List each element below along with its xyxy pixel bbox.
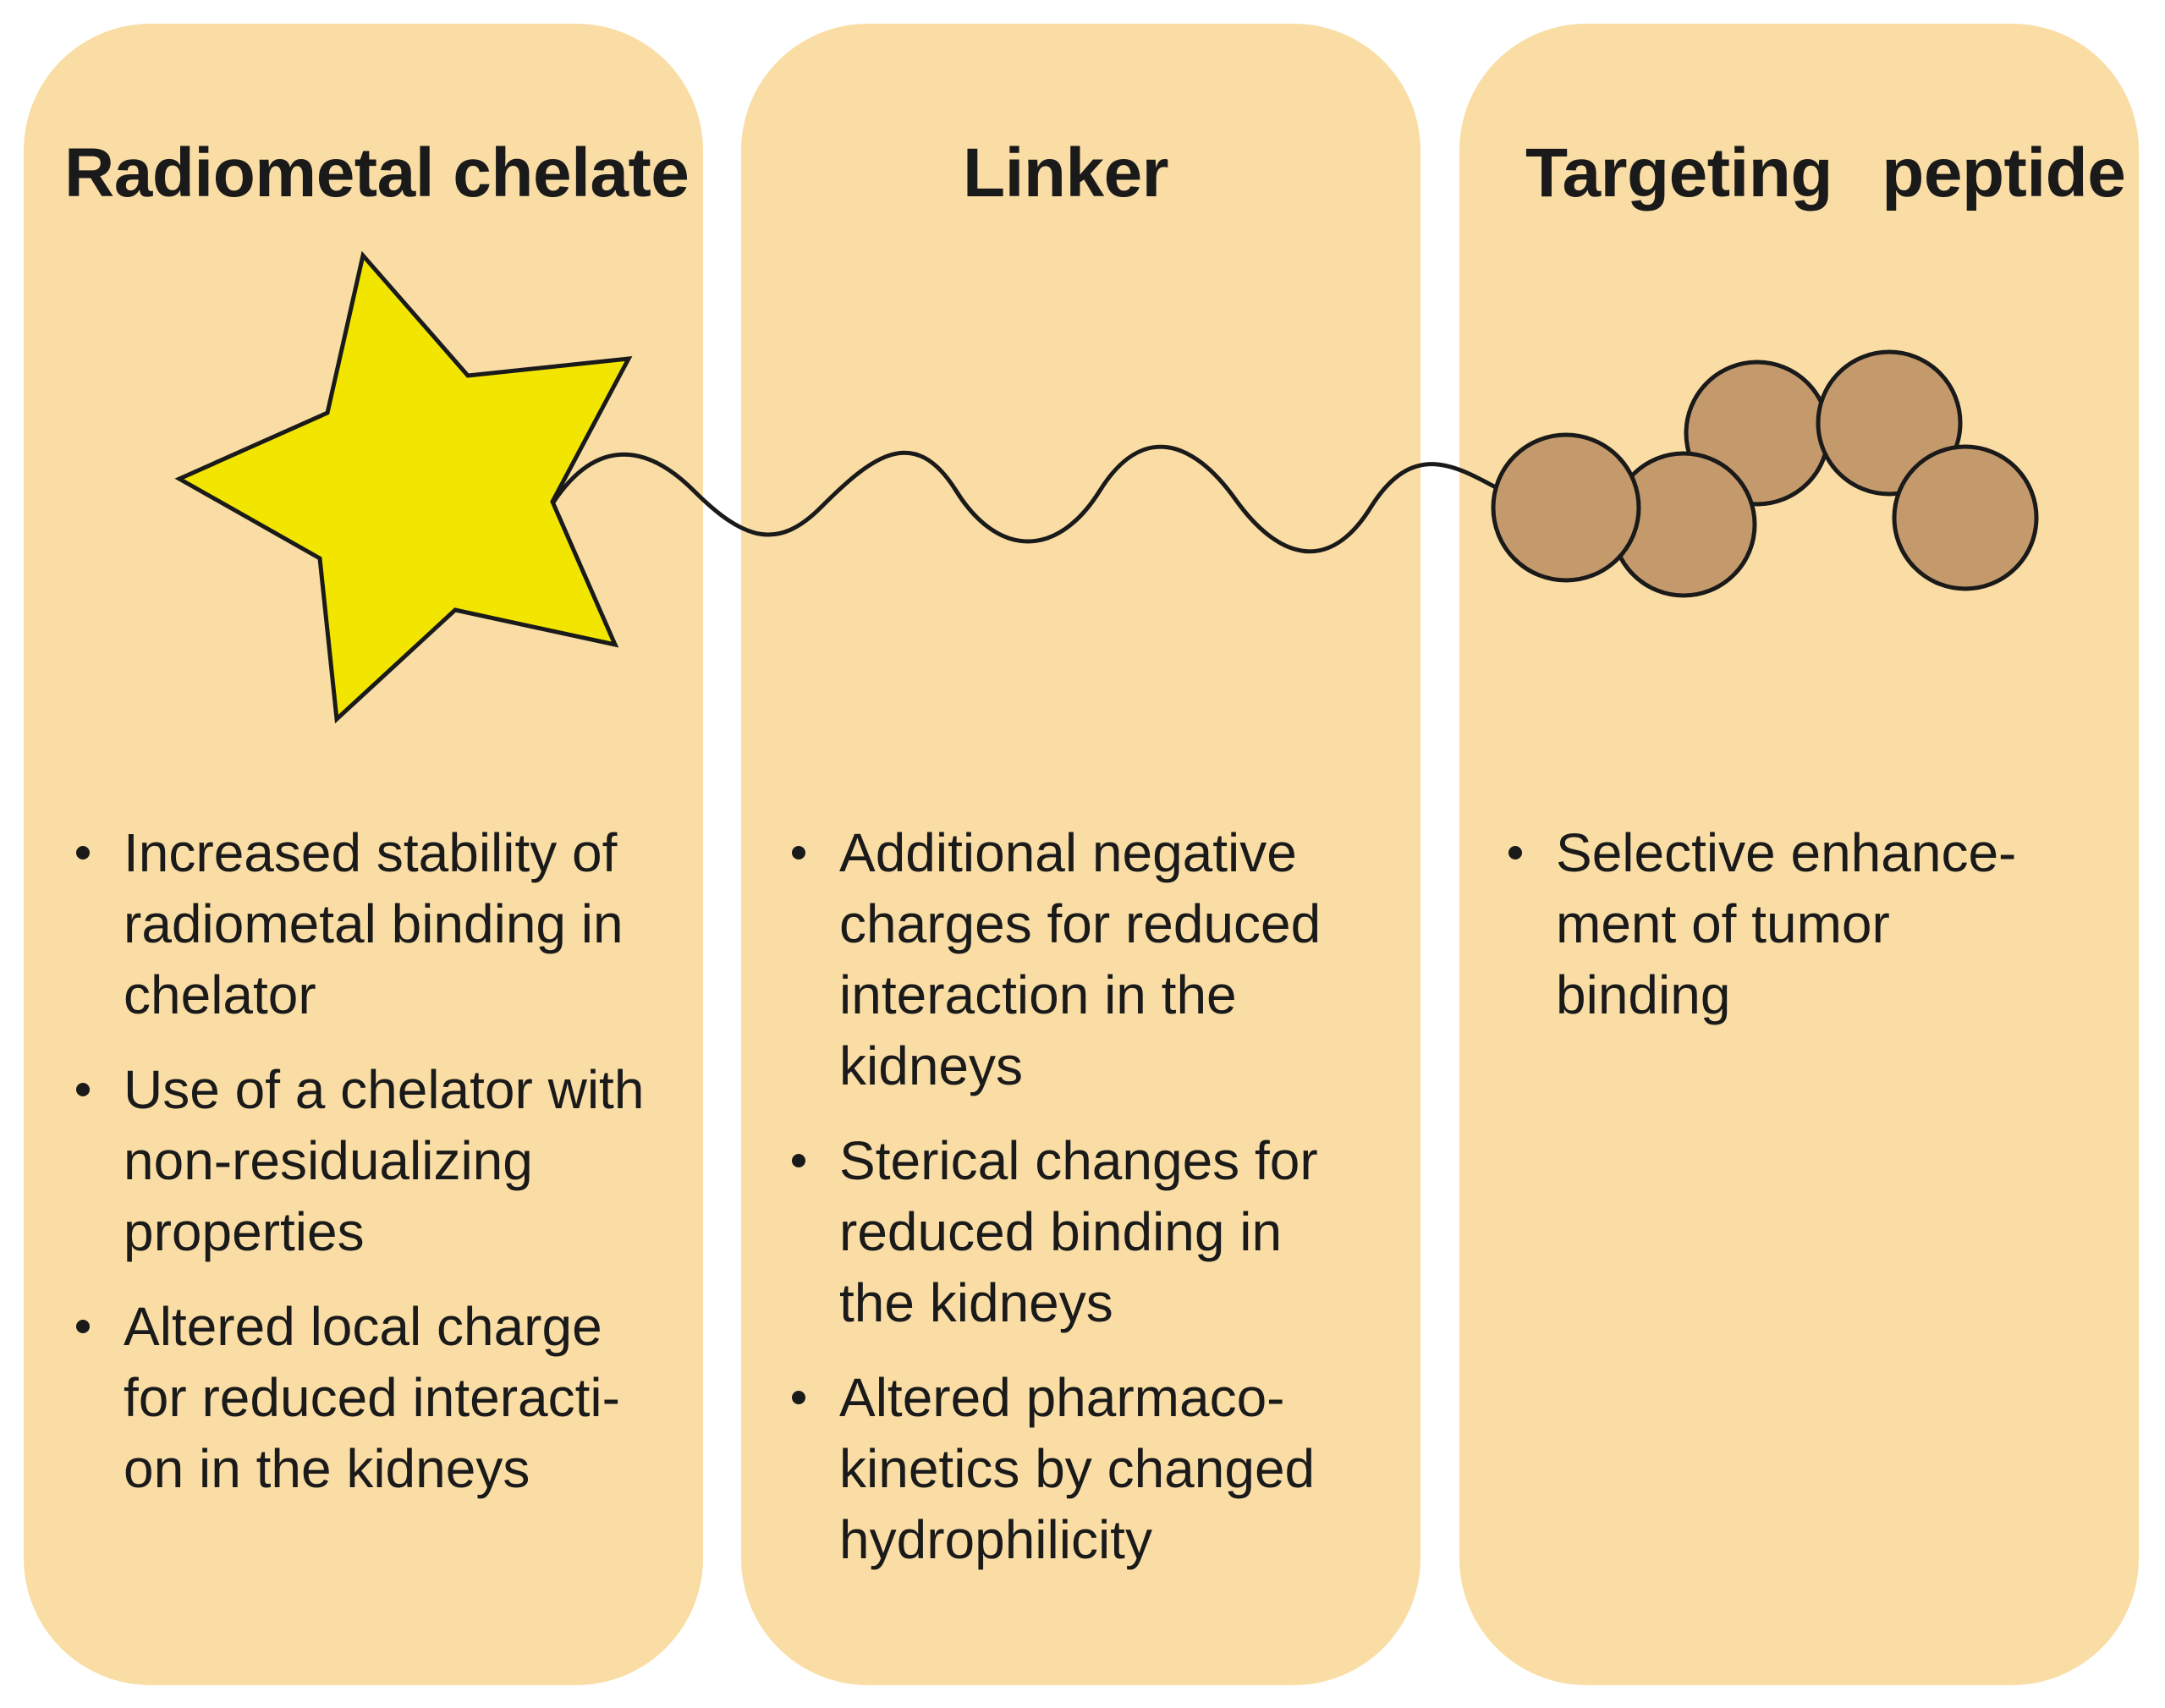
bullet-text: Sterical changes for reduced binding in … [839, 1130, 1318, 1333]
panel-radiometal-chelate: Radiometal chelate Increased stability o… [24, 24, 703, 1685]
bullet-dot-icon [792, 846, 805, 859]
bullet-list-radiometal-chelate: Increased stability of radiometal bindin… [76, 817, 707, 1528]
list-item: Use of a chelator with non-residualizing… [76, 1054, 707, 1267]
list-item: Additional negative charges for reduced … [792, 817, 1423, 1101]
bullet-dot-icon [792, 1391, 805, 1404]
bullet-dot-icon [1508, 846, 1522, 859]
list-item: Selective enhance- ment of tumor binding [1508, 817, 2114, 1030]
list-item: Sterical changes for reduced binding in … [792, 1125, 1423, 1338]
bullet-dot-icon [76, 1083, 90, 1096]
bullet-text: Altered local charge for reduced interac… [124, 1296, 620, 1499]
bullet-text: Increased stability of radiometal bindin… [124, 822, 624, 1025]
panel-title-radiometal-chelate: Radiometal chelate [64, 135, 690, 211]
bullet-list-linker: Additional negative charges for reduced … [792, 817, 1423, 1599]
bullet-list-targeting-peptide: Selective enhance- ment of tumor binding [1508, 817, 2114, 1054]
list-item: Increased stability of radiometal bindin… [76, 817, 707, 1030]
bullet-dot-icon [792, 1154, 805, 1167]
panel-linker: Linker Additional negative charges for r… [741, 24, 1420, 1685]
panel-title-linker: Linker [963, 135, 1169, 211]
bullet-dot-icon [76, 1320, 90, 1333]
panel-targeting-peptide: Targeting peptide Selective enhance- men… [1459, 24, 2139, 1685]
panel-title-targeting-peptide: Targeting peptide [1525, 135, 2126, 211]
bullet-dot-icon [76, 846, 90, 859]
bullet-text: Additional negative charges for reduced … [839, 822, 1322, 1096]
list-item: Altered local charge for reduced interac… [76, 1291, 707, 1504]
bullet-text: Selective enhance- ment of tumor binding [1556, 822, 2017, 1025]
bullet-text: Altered pharmaco- kinetics by changed hy… [839, 1367, 1316, 1570]
list-item: Altered pharmaco- kinetics by changed hy… [792, 1362, 1423, 1575]
bullet-text: Use of a chelator with non-residualizing… [124, 1059, 645, 1262]
